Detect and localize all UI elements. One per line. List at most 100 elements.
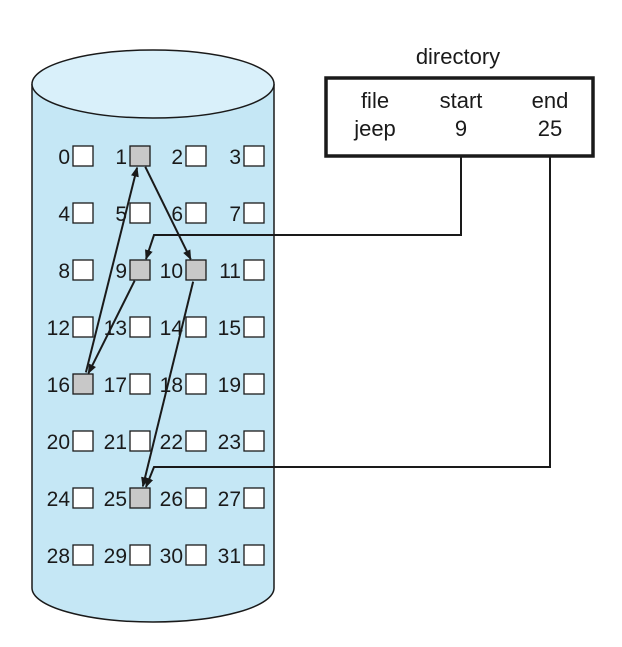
disk-block: 31 [218, 544, 265, 568]
disk-block: 4 [58, 202, 94, 226]
free-block [129, 373, 151, 395]
cylinder-top [31, 49, 275, 119]
free-block [243, 202, 265, 224]
block-number: 1 [115, 146, 127, 169]
disk-block: 26 [160, 487, 207, 511]
free-block [243, 430, 265, 452]
block-number: 4 [58, 203, 70, 226]
block-number: 25 [104, 488, 127, 511]
block-number: 6 [171, 203, 183, 226]
directory-box [324, 76, 595, 158]
free-block [72, 430, 94, 452]
free-block [243, 544, 265, 566]
block-number: 8 [58, 260, 70, 283]
block-number: 27 [218, 488, 241, 511]
header-end: end [532, 88, 569, 113]
directory: directory file start end jeep 9 25 [324, 44, 595, 158]
disk-block: 28 [47, 544, 94, 568]
allocated-block [129, 259, 151, 281]
free-block [185, 202, 207, 224]
block-number: 12 [47, 317, 70, 340]
disk-block: 24 [47, 487, 94, 511]
free-block [243, 316, 265, 338]
free-block [243, 145, 265, 167]
chain-arrow [141, 281, 195, 488]
cell-file: jeep [353, 116, 396, 141]
disk-block: 3 [229, 145, 265, 169]
allocated-block [129, 145, 151, 167]
block-number: 20 [47, 431, 70, 454]
free-block [129, 202, 151, 224]
disk-block: 8 [58, 259, 94, 283]
disk-block: 1 [115, 145, 151, 169]
block-number: 22 [160, 431, 183, 454]
block-number: 28 [47, 545, 70, 568]
block-number: 29 [104, 545, 127, 568]
free-block [243, 373, 265, 395]
block-number: 10 [160, 260, 183, 283]
block-number: 13 [104, 317, 127, 340]
header-start: start [440, 88, 483, 113]
allocated-block [185, 259, 207, 281]
free-block [185, 544, 207, 566]
disk-block: 22 [160, 430, 207, 454]
free-block [243, 487, 265, 509]
block-number: 30 [160, 545, 183, 568]
disk-block: 21 [104, 430, 151, 454]
block-number: 0 [58, 146, 70, 169]
free-block [185, 430, 207, 452]
disk-block: 11 [219, 259, 265, 283]
free-block [243, 259, 265, 281]
block-number: 16 [47, 374, 70, 397]
disk-block: 12 [47, 316, 94, 340]
disk-block: 17 [104, 373, 151, 397]
disk-block: 2 [171, 145, 207, 169]
free-block [185, 487, 207, 509]
chain-arrow [144, 166, 192, 261]
block-number: 15 [218, 317, 241, 340]
disk-block: 27 [218, 487, 265, 511]
block-number: 7 [229, 203, 241, 226]
free-block [185, 145, 207, 167]
block-number: 31 [218, 545, 241, 568]
start-pointer [145, 156, 462, 260]
disk-block: 30 [160, 544, 207, 568]
header-file: file [361, 88, 389, 113]
allocated-block [72, 373, 94, 395]
block-number: 11 [219, 260, 241, 283]
directory-pointers [145, 156, 551, 488]
block-number: 17 [104, 374, 127, 397]
free-block [72, 259, 94, 281]
disk-block: 14 [160, 316, 207, 340]
free-block [185, 316, 207, 338]
disk-block: 10 [160, 259, 207, 283]
block-number: 23 [218, 431, 241, 454]
disk-block: 5 [115, 202, 151, 226]
disk-block: 0 [58, 145, 94, 169]
block-number: 24 [47, 488, 71, 511]
disk-block: 19 [218, 373, 265, 397]
disk-block: 15 [218, 316, 265, 340]
free-block [72, 544, 94, 566]
disk-block: 20 [47, 430, 94, 454]
disk-block: 13 [104, 316, 151, 340]
block-number: 2 [171, 146, 183, 169]
disk-block: 29 [104, 544, 151, 568]
free-block [72, 316, 94, 338]
cell-end: 25 [538, 116, 562, 141]
disk-block: 23 [218, 430, 265, 454]
free-block [129, 316, 151, 338]
free-block [72, 145, 94, 167]
disk-block: 7 [229, 202, 265, 226]
free-block [72, 487, 94, 509]
cell-start: 9 [455, 116, 467, 141]
disk-block: 9 [115, 259, 151, 283]
disk-block: 6 [171, 202, 207, 226]
disk-block: 25 [104, 487, 151, 511]
block-number: 3 [229, 146, 241, 169]
block-chain-arrows [84, 166, 195, 488]
directory-title: directory [416, 44, 500, 69]
disk-block: 16 [47, 373, 94, 397]
block-number: 18 [160, 374, 183, 397]
